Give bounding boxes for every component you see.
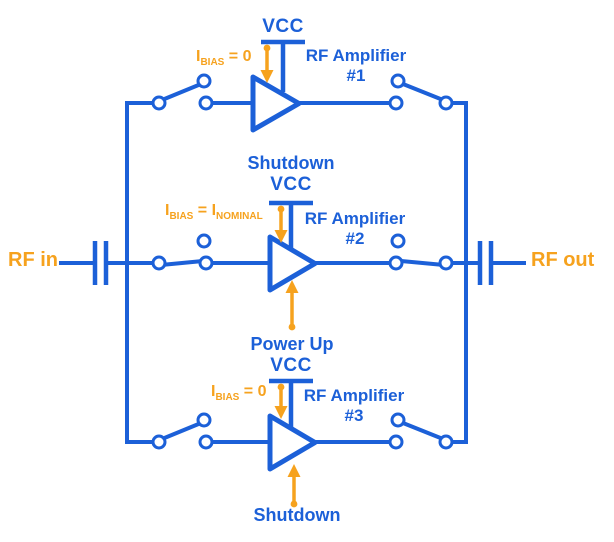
amp3-triangle: [267, 413, 318, 472]
amp2-input-switch-blade-closed: [159, 259, 205, 267]
amp2-bias-arrow-head: [274, 230, 288, 243]
amp1-output-pole-node: [438, 95, 454, 111]
amp3-bias-symbol: I: [211, 383, 216, 400]
amp2-output-pole-node: [438, 255, 454, 271]
amp3-output-contact-node: [388, 434, 404, 450]
amp2-output-open-node: [390, 233, 406, 249]
vcc-rails: [261, 39, 313, 429]
amp2-title: RF Amplifier #2: [305, 209, 405, 249]
rf-in-label: RF in: [8, 249, 58, 271]
amp3-title-line1: RF Amplifier: [303, 386, 405, 405]
amp1-bias-equals: =: [224, 48, 243, 65]
amp3-output-switch-blade-open: [401, 421, 445, 441]
amp3-input-contact-node: [198, 434, 214, 450]
amp1-triangle: [250, 74, 302, 133]
amp3-bias-subscript: BIAS: [215, 392, 240, 403]
amp1-title-line2: #1: [346, 66, 366, 85]
amp1-title: RF Amplifier #1: [306, 46, 406, 86]
amp2-bias-subscript: BIAS: [169, 211, 194, 222]
amp1-output-open-node: [390, 73, 406, 89]
amp1-bias-label: IBIAS = 0: [196, 48, 252, 68]
amp2-powerup-label: Power Up: [250, 334, 334, 354]
amp3-bias-equals: =: [239, 383, 258, 400]
amp3-input-open-node: [196, 412, 212, 428]
amp3-bias-value: 0: [257, 383, 267, 400]
wiring: [59, 101, 526, 444]
capacitors: [92, 241, 494, 285]
amp3-output-open-node: [390, 412, 406, 428]
rf-out-label: RF out: [531, 249, 595, 271]
amp2-bias-label: IBIAS = INOMINAL: [165, 202, 263, 222]
amp1-input-switch-blade-open: [160, 82, 203, 102]
amp1-bias-value: 0: [242, 48, 252, 65]
amp3-input-switch-blade-open: [160, 421, 203, 441]
amp1-output-contact-node: [388, 95, 404, 111]
amp2-shutdown-label: Shutdown: [247, 153, 335, 173]
amp2-bias-symbol: I: [165, 202, 170, 219]
amp1-bias-subscript: BIAS: [200, 57, 225, 68]
left-bus-wire: [125, 101, 153, 444]
amp2-vcc-label: VCC: [270, 174, 312, 195]
annotation-arrows: [260, 44, 301, 508]
amp3-bias-label: IBIAS = 0: [211, 383, 267, 403]
amp2-triangle: [267, 234, 318, 293]
amp2-output-contact-node: [388, 255, 404, 271]
amp2-bias-value-subscript: NOMINAL: [216, 211, 263, 222]
amp2-bias-value-symbol: I: [211, 202, 217, 219]
amp3-output-pole-node: [438, 434, 454, 450]
right-bus-wire: [450, 101, 468, 444]
amp2-input-open-node: [196, 233, 212, 249]
amp2-title-line1: RF Amplifier: [304, 209, 406, 228]
amp1-title-line1: RF Amplifier: [305, 46, 407, 65]
amp1-input-open-node: [196, 73, 212, 89]
amp2-input-contact-node: [198, 255, 214, 271]
amp3-vcc-label: VCC: [270, 355, 312, 376]
amp3-shutdown-label: Shutdown: [253, 505, 341, 525]
amplifier-symbols: [250, 74, 318, 472]
amp2-powerup-arrow-head: [285, 280, 299, 293]
amp1-output-switch-blade-open: [401, 82, 445, 102]
amp2-output-switch-blade-closed: [399, 259, 446, 267]
amp1-input-pole-node: [151, 95, 167, 111]
amp3-input-pole-node: [151, 434, 167, 450]
amp2-input-pole-node: [151, 255, 167, 271]
switch-blades: [159, 82, 446, 441]
amp1-bias-arrow-head: [260, 70, 274, 83]
amp2-bias-equals: =: [193, 202, 212, 219]
amp2-title-line2: #2: [345, 229, 365, 248]
amp3-bias-arrow-head: [274, 406, 288, 419]
amp1-vcc-label: VCC: [262, 16, 304, 37]
amp3-title-line2: #3: [344, 406, 364, 425]
amp3-title: RF Amplifier #3: [304, 386, 404, 426]
switch-contacts: [151, 73, 454, 450]
amp1-input-contact-node: [198, 95, 214, 111]
amp1-bias-symbol: I: [196, 48, 201, 65]
amp3-shutdown-arrow-head: [287, 464, 301, 477]
